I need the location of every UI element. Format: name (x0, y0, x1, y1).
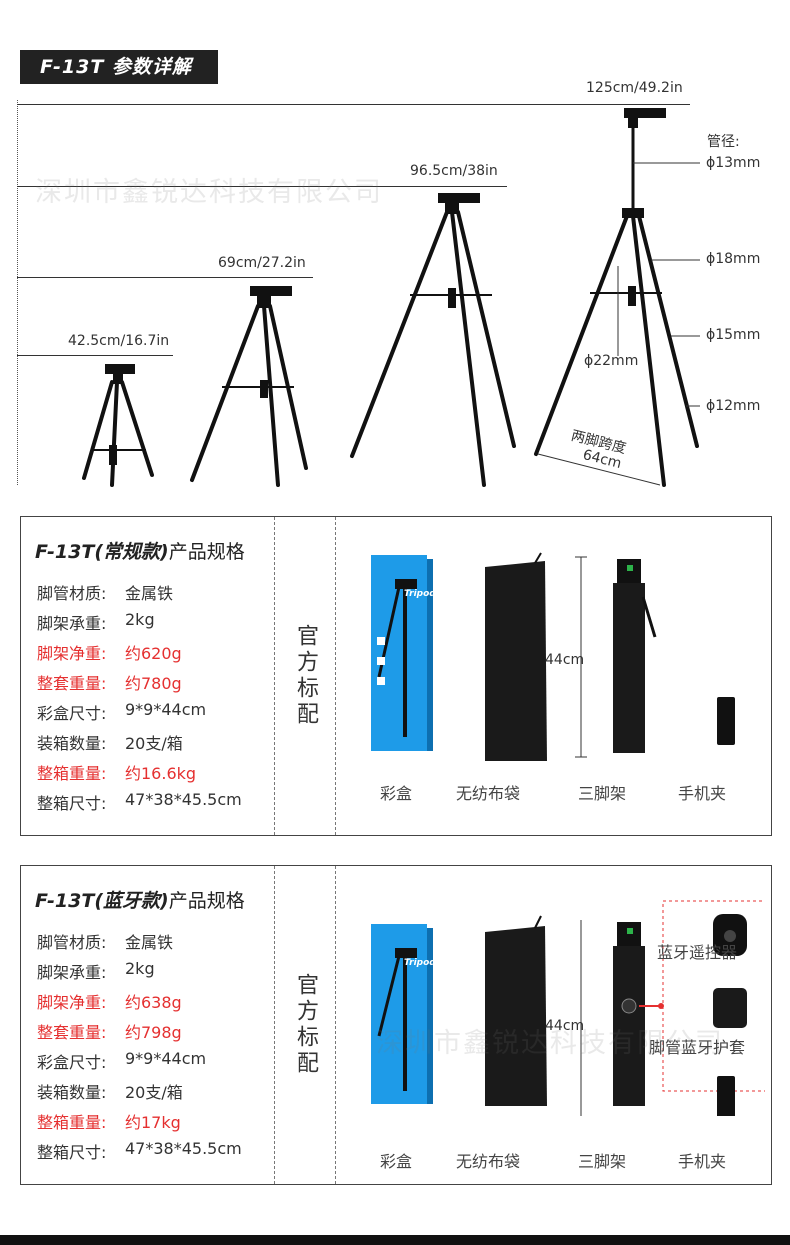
spec-row: 装箱数量:20支/箱 (37, 734, 183, 753)
spec-row: 整箱尺寸:47*38*45.5cm (37, 790, 242, 813)
spec-row: 整箱重量:约16.6kg (37, 764, 197, 783)
included-items-label: 官方标配 (275, 866, 336, 1184)
spec-row: 装箱数量:20支/箱 (37, 1083, 183, 1102)
height-line-125 (17, 104, 690, 105)
spec-row: 脚架净重:约638g (37, 993, 182, 1012)
pipe-diameter-22: ϕ22mm (584, 353, 639, 369)
spec-row: 彩盒尺寸:9*9*44cm (37, 1049, 207, 1072)
spec-row: 脚管材质:金属铁 (37, 933, 174, 952)
item-label-remote: 蓝牙遥控器 (657, 943, 738, 962)
item-label-box: 彩盒 (380, 1152, 413, 1171)
spec-row: 彩盒尺寸:9*9*44cm (37, 700, 207, 723)
tripod-illustrations (82, 108, 700, 487)
cloth-bag-icon (485, 915, 547, 1106)
spec-row: 整箱重量:约17kg (37, 1113, 181, 1132)
pipe-title: 管径: (707, 134, 740, 150)
spec-row: 整套重量:约798g (37, 1023, 182, 1042)
tripod-product-icon (575, 556, 657, 758)
tripod-product-icon (580, 920, 664, 1116)
tripod-large-icon (350, 193, 516, 487)
included-items (371, 552, 735, 761)
spec-panel-bluetooth: F-13T(蓝牙款)产品规格 脚管材质:金属铁 脚架承重:2kg 脚架净重:约6… (20, 865, 772, 1185)
color-box-icon (371, 924, 433, 1104)
spec-row: 脚管材质:金属铁 (37, 584, 174, 603)
spec-row: 脚架承重:2kg (37, 959, 155, 982)
product-height: 44cm (545, 1018, 585, 1034)
spec-title: F-13T(蓝牙款)产品规格 (35, 890, 245, 912)
item-label-clip: 手机夹 (678, 784, 727, 803)
tripod-small-icon (82, 364, 154, 487)
tripod-medium-icon (190, 286, 308, 487)
box-brand: Tripod (404, 589, 436, 599)
height-axis (17, 100, 18, 485)
box-brand: Tripod (404, 958, 436, 968)
item-label-box: 彩盒 (380, 784, 413, 803)
item-label-tripod: 三脚架 (578, 1152, 627, 1171)
spec-row: 整套重量:约780g (37, 674, 182, 693)
spec-panel-standard: F-13T(常规款)产品规格 脚管材质:金属铁 脚架承重:2kg 脚架净重:约6… (20, 516, 772, 836)
height-label-69: 69cm/27.2in (218, 255, 306, 271)
bluetooth-remote-icon (713, 914, 747, 956)
height-line-69 (17, 277, 313, 278)
pipe-diameter-15: ϕ15mm (706, 327, 761, 343)
spec-title: F-13T(常规款)产品规格 (35, 541, 245, 563)
height-line-96 (17, 186, 507, 187)
height-label-125: 125cm/49.2in (586, 80, 683, 96)
phone-clip-icon (717, 697, 735, 745)
height-line-42 (17, 355, 173, 356)
item-label-clip: 手机夹 (678, 1152, 727, 1171)
footer-bar (0, 1235, 790, 1245)
bluetooth-sleeve-icon (713, 988, 747, 1028)
item-label-sleeve: 脚管蓝牙护套 (649, 1038, 746, 1057)
height-label-42: 42.5cm/16.7in (68, 333, 170, 349)
spec-row: 整箱尺寸:47*38*45.5cm (37, 1139, 242, 1162)
spec-list: F-13T(常规款)产品规格 脚管材质:金属铁 脚架承重:2kg 脚架净重:约6… (21, 517, 275, 835)
tripod-full-icon (534, 108, 700, 487)
page-title: F-13T 参数详解 (20, 50, 218, 84)
product-height: 44cm (545, 652, 585, 668)
spec-list: F-13T(蓝牙款)产品规格 脚管材质:金属铁 脚架承重:2kg 脚架净重:约6… (21, 866, 275, 1184)
spec-row: 脚架净重:约620g (37, 644, 182, 663)
pipe-diameter-18: ϕ18mm (706, 251, 761, 267)
pipe-diameter-12: ϕ12mm (706, 398, 761, 414)
phone-clip-icon (717, 1076, 735, 1116)
color-box-icon (371, 555, 433, 751)
watermark: 深圳市鑫锐达科技有限公司 (35, 177, 383, 208)
included-items (371, 900, 765, 1116)
item-label-tripod: 三脚架 (578, 784, 627, 803)
pipe-diameter-13: ϕ13mm (706, 155, 761, 171)
height-label-96: 96.5cm/38in (410, 163, 498, 179)
included-items-label: 官方标配 (275, 517, 336, 835)
watermark: 深圳市鑫锐达科技有限公司 (376, 1028, 724, 1059)
item-label-bag: 无纺布袋 (456, 784, 521, 803)
cloth-bag-icon (485, 552, 547, 761)
item-label-bag: 无纺布袋 (456, 1152, 521, 1171)
spec-row: 脚架承重:2kg (37, 610, 155, 633)
